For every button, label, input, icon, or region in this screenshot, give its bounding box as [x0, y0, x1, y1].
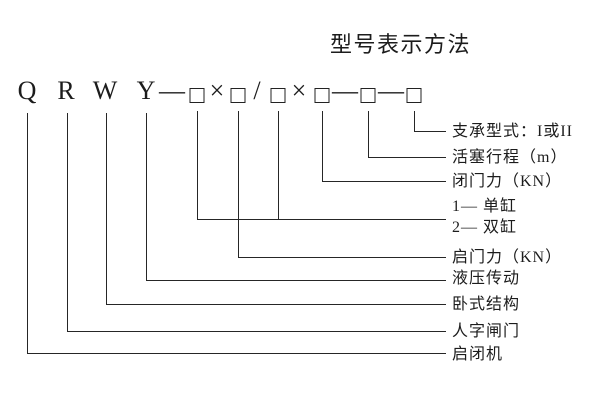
connector-hline-hoist: [27, 353, 446, 354]
connector-vline-box5: [368, 111, 369, 157]
placeholder-box-6: [406, 88, 422, 103]
connector-vline-w: [106, 113, 107, 304]
code-letter-q: Q: [17, 76, 37, 105]
code-letter-y: Y: [136, 76, 156, 105]
label-closing-force: 闭门力（KN）: [452, 173, 563, 190]
connector-hline-hydraulic-drive: [146, 280, 446, 281]
label-hoist: 启闭机: [452, 346, 504, 363]
code-dash-3: —: [378, 76, 404, 105]
label-hydraulic-drive: 液压传动: [452, 270, 521, 287]
placeholder-box-3: [270, 88, 286, 103]
connector-vline-q: [27, 113, 28, 353]
connector-vline-box1: [197, 111, 198, 219]
code-dash-2: —: [332, 76, 358, 105]
placeholder-box-2: [230, 88, 246, 103]
label-piston-stroke: 活塞行程（m）: [452, 149, 568, 166]
code-letter-w: W: [92, 76, 118, 105]
code-times-2: ×: [291, 76, 307, 105]
page-title: 型号表示方法: [330, 32, 472, 57]
connector-hline-closing-force: [322, 181, 446, 182]
code-letter-r: R: [57, 76, 75, 105]
label-miter-gate: 人字闸门: [452, 323, 521, 340]
connector-vline-box2: [238, 111, 239, 257]
connector-hline-opening-force: [238, 257, 446, 258]
label-single-cylinder: 1— 单缸: [452, 198, 518, 215]
connector-vline-box4: [322, 111, 323, 181]
connector-vline-r: [67, 113, 68, 331]
connector-hline-support-type: [414, 131, 446, 132]
code-slash: /: [253, 76, 261, 105]
connector-hline-piston-stroke: [368, 157, 446, 158]
label-support-type: 支承型式：I或II: [452, 123, 573, 140]
connector-vline-y: [146, 113, 147, 280]
connector-vline-box6: [414, 111, 415, 131]
placeholder-box-4: [314, 88, 330, 103]
label-horizontal-structure: 卧式结构: [452, 296, 521, 313]
code-dash-1: —: [159, 76, 185, 105]
placeholder-box-5: [360, 88, 376, 103]
connector-hline-horizontal-structure: [106, 304, 446, 305]
code-times-1: ×: [209, 76, 225, 105]
connector-hline-miter-gate: [67, 331, 446, 332]
label-opening-force: 启门力（KN）: [452, 249, 563, 266]
placeholder-box-1: [189, 88, 205, 103]
connector-vline-box3: [278, 111, 279, 219]
connector-hline-cylinder-count: [197, 219, 446, 220]
label-double-cylinder: 2— 双缸: [452, 219, 518, 236]
